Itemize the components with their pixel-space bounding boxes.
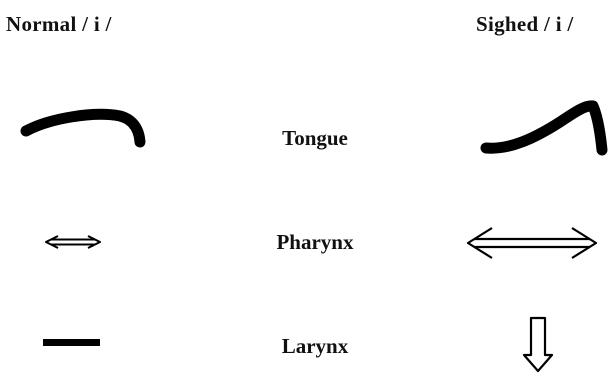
row-label-tongue: Tongue [282,126,348,150]
horizontal-bar-icon [43,339,100,346]
row-label-larynx: Larynx [281,334,349,358]
sighed-column-header: Sighed / i / [476,12,574,36]
normal-column-header: Normal / i / [6,12,112,36]
row-label-pharynx: Pharynx [276,230,354,254]
down-arrow-icon [522,316,554,373]
tongue-shape-raised-icon [480,100,608,156]
wide-double-arrow-icon [466,227,598,259]
short-double-arrow-icon [45,235,101,249]
tongue-shape-flat-icon [20,108,146,148]
